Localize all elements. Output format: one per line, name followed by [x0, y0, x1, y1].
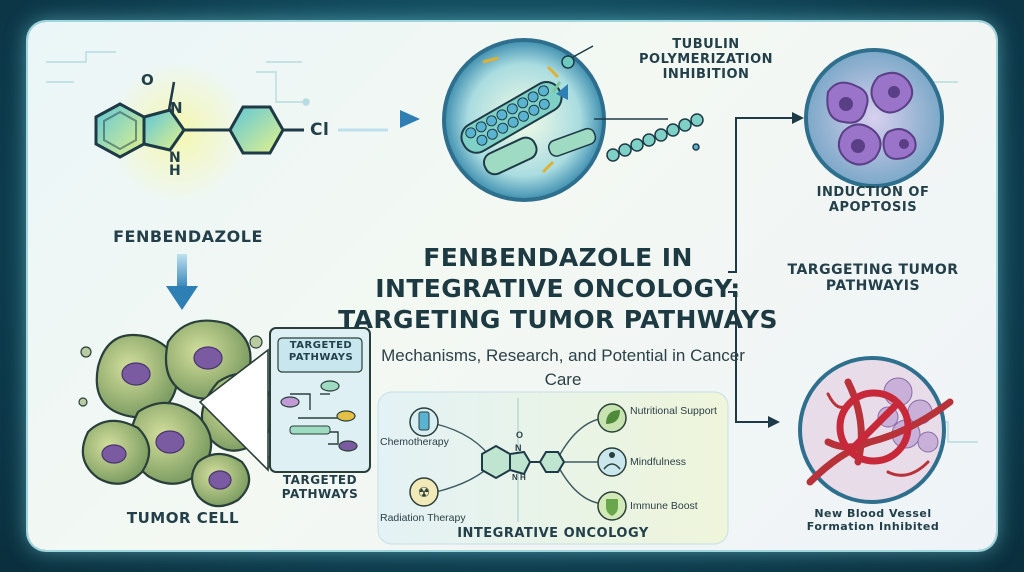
- chemotherapy-label: Chemotherapy: [380, 436, 449, 448]
- atom-chlorine: Cl: [310, 120, 330, 140]
- fenbendazole-label: FENBENDAZOLE: [113, 227, 263, 246]
- phenyl-ring: [228, 105, 285, 155]
- vessel-label: New Blood Vessel Formation Inhibited: [806, 507, 940, 533]
- tumor-cell-label: TUMOR CELL: [126, 509, 240, 527]
- tubulin-label: TUBULIN POLYMERIZATION INHIBITION: [638, 37, 774, 82]
- mini-atom-nh: N H: [512, 473, 526, 482]
- immune-boost-label: Immune Boost: [630, 500, 698, 512]
- tubulin-chain: [594, 113, 704, 162]
- imidazole-ring: [142, 108, 186, 152]
- main-subtitle: Mechanisms, Research, and Potential in C…: [381, 346, 745, 389]
- arrow-to-tumor: [166, 254, 198, 310]
- pathways-card-header: TARGETED PATHWAYS: [288, 340, 354, 363]
- tubulin-disc: [442, 38, 606, 202]
- main-title: FENBENDAZOLE IN INTEGRATIVE ONCOLOGY: TA…: [338, 243, 778, 334]
- svg-text:☢: ☢: [418, 485, 431, 501]
- atom-nitrogen: N: [170, 99, 184, 117]
- integrative-oncology-panel: ☢: [377, 391, 729, 545]
- targeting-label: TARGGETING TUMOR PATHWAYIS: [787, 262, 959, 295]
- fenbendazole-molecule: [94, 62, 304, 202]
- targeted-pathways-card: [269, 327, 371, 473]
- blood-vessel-disc: [798, 356, 954, 504]
- apoptosis-disc: [804, 48, 944, 188]
- radiation-label: Radiation Therapy: [380, 512, 466, 524]
- illustration-layer: ☢: [46, 38, 978, 545]
- atom-nh: N H: [169, 150, 182, 179]
- pathways-caption: TARGETED PATHWAYS: [281, 473, 359, 501]
- mini-atom-o: O: [516, 430, 524, 440]
- branch-connectors: [728, 112, 804, 428]
- infographic-panel: ☢ O N N H Cl FENBENDAZOLE TUBULIN POLYME…: [28, 22, 996, 550]
- mindfulness-label: Mindfulness: [630, 456, 687, 468]
- nutrition-label: Nutritional Support: [630, 405, 717, 417]
- atom-oxygen: O: [141, 71, 155, 89]
- mini-atom-n: N: [515, 443, 522, 453]
- radiation-icon: [409, 477, 439, 507]
- integrative-oncology-label: INTEGRATIVE ONCOLOGY: [457, 526, 649, 541]
- arrow-to-tubulin: [320, 110, 420, 132]
- apoptosis-label: INDUCTION OF APOPTOSIS: [816, 185, 930, 215]
- zoom-wedge: [198, 348, 269, 472]
